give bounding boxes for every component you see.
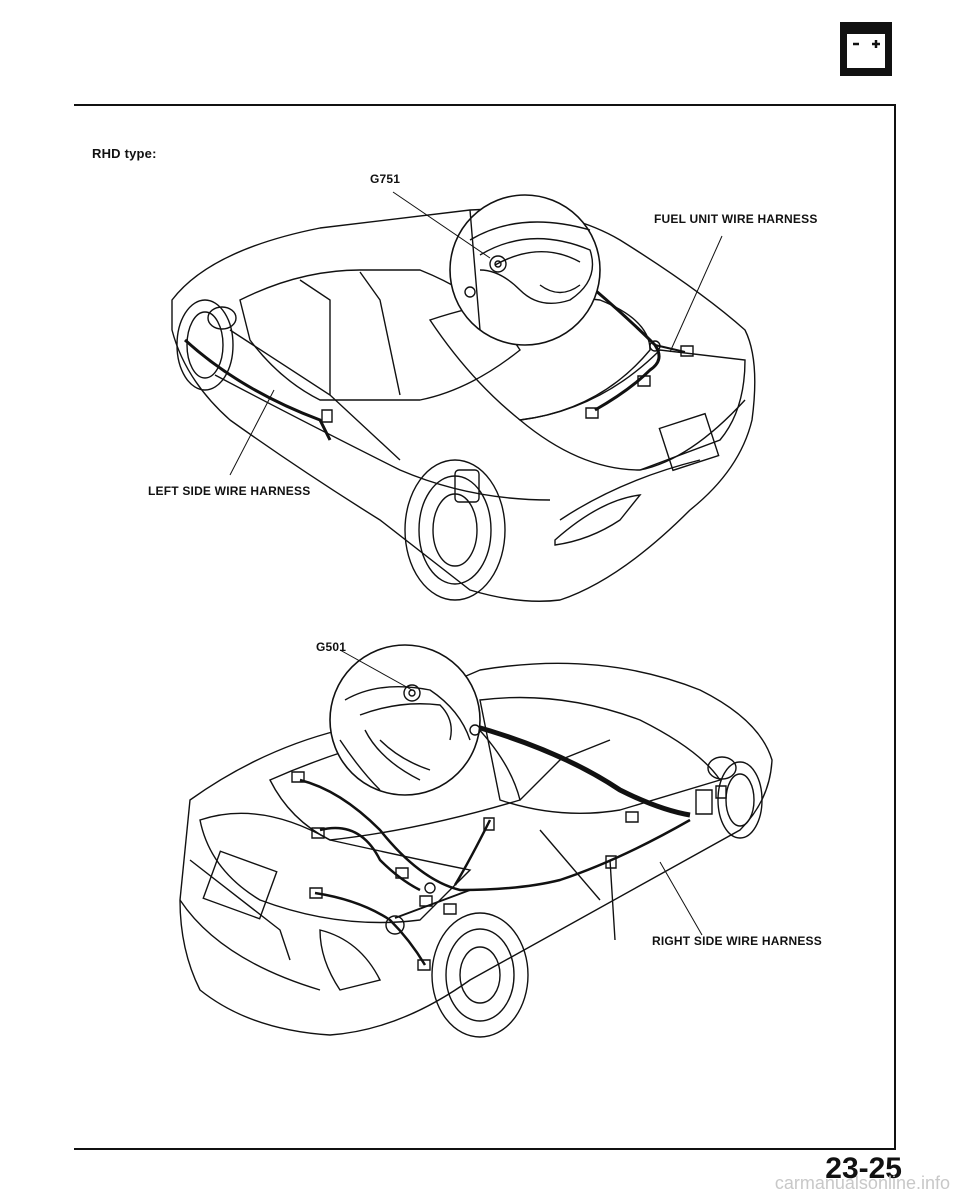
left-side-harness-label: LEFT SIDE WIRE HARNESS bbox=[148, 484, 311, 498]
top-rule bbox=[74, 104, 896, 106]
right-rule bbox=[894, 104, 896, 1150]
right-side-harness-label: RIGHT SIDE WIRE HARNESS bbox=[652, 934, 822, 948]
page-number: 23-25 bbox=[825, 1152, 902, 1185]
watermark: carmanualsonline.info bbox=[774, 1173, 950, 1193]
fuel-unit-harness-label: FUEL UNIT WIRE HARNESS bbox=[654, 212, 818, 226]
bottom-rule bbox=[74, 1148, 896, 1150]
ground-label-g751: G751 bbox=[370, 172, 401, 186]
section-label: RHD type: bbox=[92, 146, 157, 161]
battery-icon bbox=[840, 22, 892, 76]
ground-label-g501: G501 bbox=[316, 640, 347, 654]
